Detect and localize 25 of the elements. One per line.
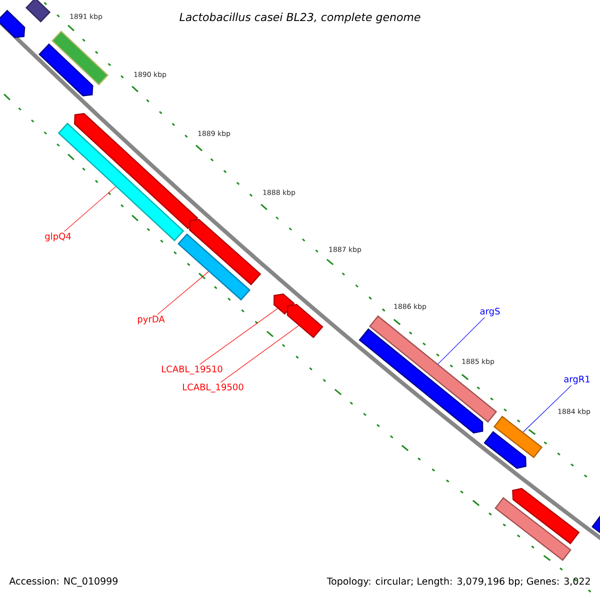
- gene-block: [38, 43, 94, 96]
- leader-line: [64, 186, 116, 232]
- gene-bar: [494, 497, 572, 561]
- leader-line: [522, 385, 572, 432]
- gene-block: [74, 113, 198, 230]
- gene-block: [512, 488, 580, 544]
- leader-line: [438, 317, 485, 364]
- gene-label: pyrDA: [138, 316, 165, 324]
- gene-label: LCABL_19510: [162, 366, 222, 374]
- leader-line: [220, 325, 299, 383]
- gene-label: LCABL_19500: [183, 384, 244, 392]
- leader-line: [157, 271, 209, 315]
- gene-block: [0, 10, 26, 38]
- gene-label: glpQ4: [45, 232, 71, 242]
- gene-label: argS: [480, 308, 500, 316]
- gene-block: [189, 218, 262, 286]
- gene-block: [484, 430, 526, 469]
- genome-info-text: Topology: circular; Length: 3,079,196 bp; Genes: 3,022: [326, 577, 590, 587]
- title: Lactobacillus casei BL23, complete genome: [180, 12, 420, 24]
- gene-block: [286, 304, 324, 338]
- leader-line: [200, 308, 278, 365]
- gene-block: [273, 293, 295, 315]
- gene-block: [358, 328, 484, 434]
- accession-text: Accession: NC_010999: [9, 577, 118, 587]
- gene-label: argR1: [564, 376, 590, 384]
